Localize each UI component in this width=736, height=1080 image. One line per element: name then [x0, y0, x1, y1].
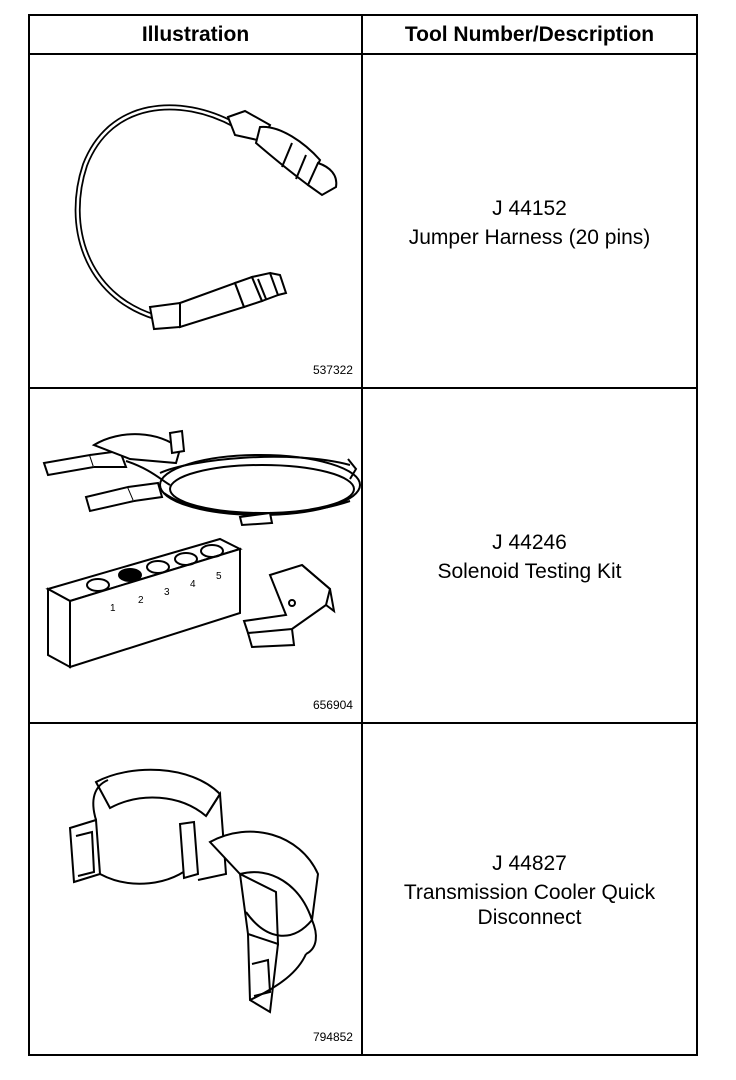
- cooler-quick-disconnect-icon: [68, 768, 320, 1014]
- tool-name: Transmission Cooler Quick Disconnect: [403, 881, 656, 929]
- tool-name: Jumper Harness (20 pins): [408, 225, 651, 249]
- tool-number: J 44246: [492, 531, 567, 554]
- figure-number: 656904: [312, 698, 353, 712]
- figure-number: 794852: [312, 1030, 353, 1044]
- description-cell: J 44827 Transmission Cooler Quick Discon…: [360, 722, 699, 1056]
- header-tool-description: Tool Number/Description: [360, 14, 699, 55]
- svg-text:1: 1: [110, 603, 116, 614]
- tool-number: J 44827: [492, 852, 567, 875]
- jumper-harness-icon: [74, 104, 338, 331]
- table-row: 794852 J 44827 Transmission Cooler Quick…: [28, 722, 699, 1056]
- illustration-cell: 537322: [28, 53, 363, 389]
- tools-table: Illustration Tool Number/Description: [28, 14, 699, 1056]
- table-row: 1 2 3 4 5 656904 J 44246 Solenoid Testin…: [28, 387, 699, 724]
- svg-text:4: 4: [190, 579, 196, 590]
- illustration-cell: 1 2 3 4 5 656904: [28, 387, 363, 724]
- table-row: 537322 J 44152 Jumper Harness (20 pins): [28, 53, 699, 389]
- solenoid-testing-kit-icon: 1 2 3 4 5: [42, 429, 361, 669]
- svg-text:2: 2: [138, 595, 144, 606]
- description-cell: J 44152 Jumper Harness (20 pins): [360, 53, 699, 389]
- figure-number: 537322: [312, 363, 353, 377]
- svg-text:5: 5: [216, 571, 222, 582]
- svg-text:3: 3: [164, 587, 170, 598]
- illustration-cell: 794852: [28, 722, 363, 1056]
- description-cell: J 44246 Solenoid Testing Kit: [360, 387, 699, 724]
- table-header-row: Illustration Tool Number/Description: [28, 14, 699, 55]
- header-illustration: Illustration: [28, 14, 363, 55]
- tool-name: Solenoid Testing Kit: [437, 560, 622, 583]
- tool-number: J 44152: [492, 196, 567, 220]
